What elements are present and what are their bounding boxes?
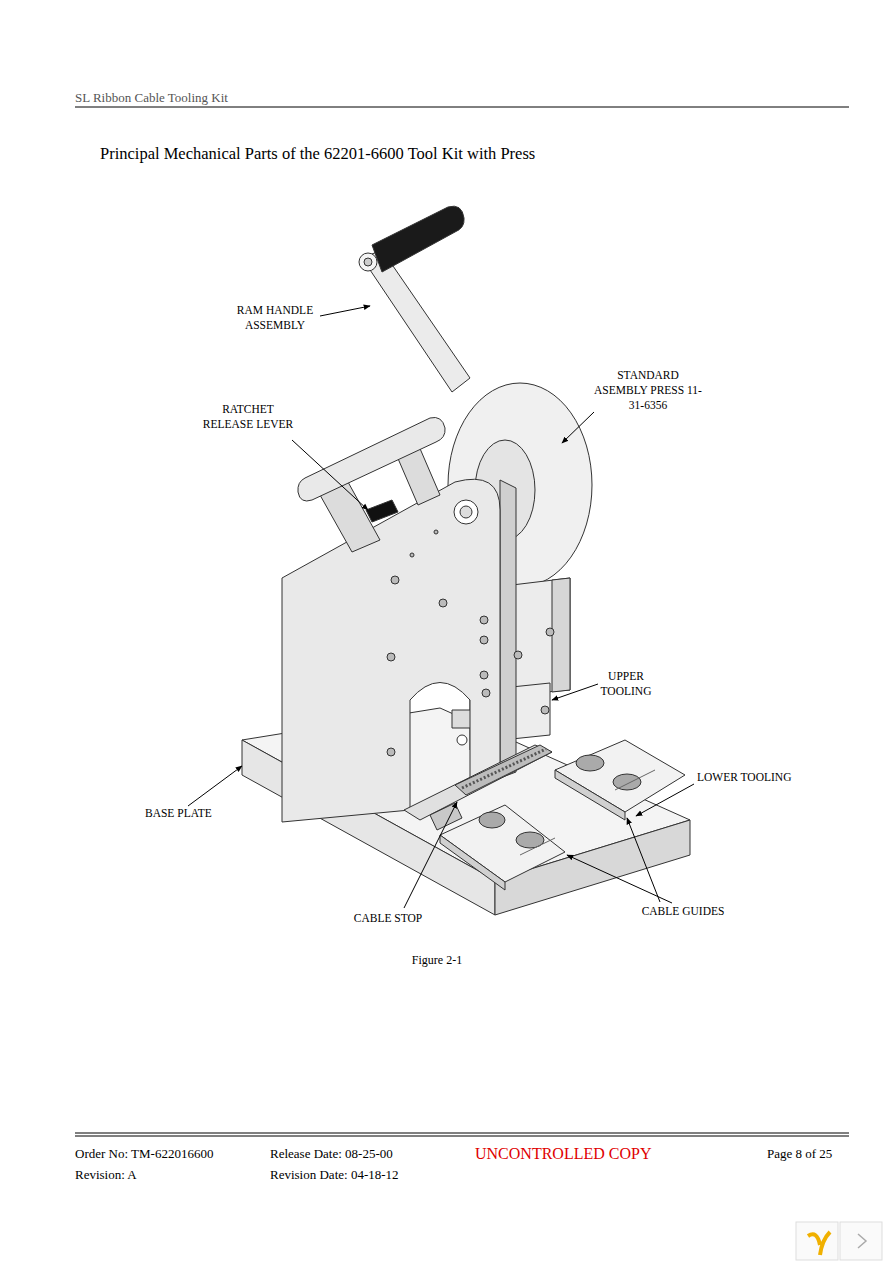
part-label: CABLE STOP <box>338 911 438 926</box>
part-label: RAM HANDLE ASSEMBLY <box>220 303 330 333</box>
footer-field: Revision: A <box>75 1167 137 1184</box>
leader-lines <box>188 306 694 908</box>
part-label: BASE PLATE <box>145 806 212 821</box>
part-label: UPPER TOOLING <box>590 669 662 699</box>
figure-caption: Figure 2-1 <box>397 953 477 969</box>
page-title: Principal Mechanical Parts of the 62201-… <box>100 143 535 164</box>
part-label: LOWER TOOLING <box>697 770 791 785</box>
running-header: SL Ribbon Cable Tooling Kit <box>75 90 228 107</box>
footer-field: Order No: TM-622016600 <box>75 1146 213 1163</box>
footer-field: Release Date: 08-25-00 <box>270 1146 393 1163</box>
footer-field: Revision Date: 04-18-12 <box>270 1167 399 1184</box>
part-label: STANDARD ASEMBLY PRESS 11-31-6356 <box>592 368 704 413</box>
corner-icon <box>796 1222 882 1260</box>
copy-status: UNCONTROLLED COPY <box>475 1144 651 1165</box>
page-number: Page 8 of 25 <box>767 1146 832 1163</box>
part-label: CABLE GUIDES <box>628 904 738 919</box>
part-label: RATCHET RELEASE LEVER <box>198 402 298 432</box>
